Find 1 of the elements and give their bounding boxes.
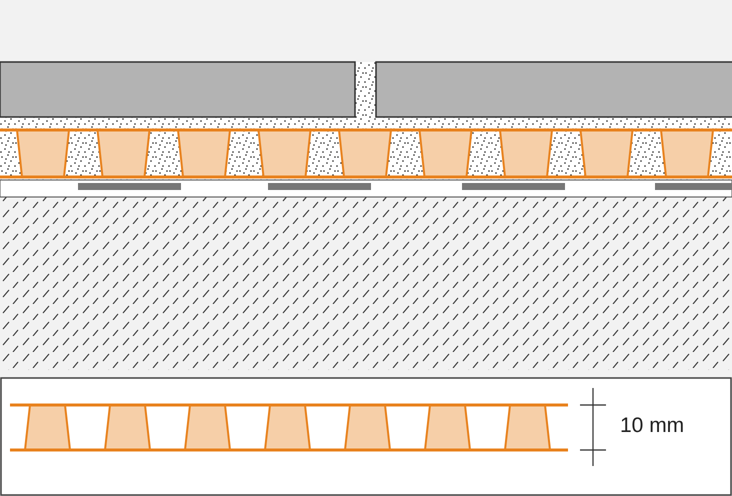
dimension-label: 10 mm: [620, 414, 684, 438]
